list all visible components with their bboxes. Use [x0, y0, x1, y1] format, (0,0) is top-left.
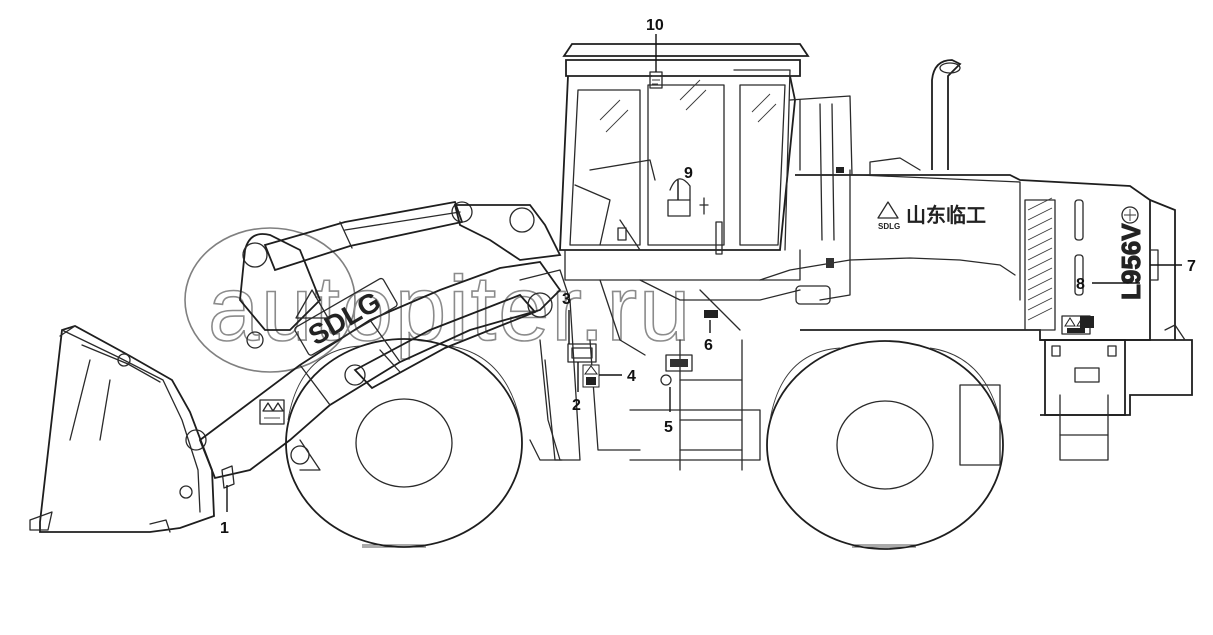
- cab-brand-decal: SDLG 山东临工: [877, 201, 986, 231]
- decal-symbols: [221, 167, 1094, 489]
- operator-cab: [559, 43, 810, 356]
- callout-9: 9: [684, 165, 693, 182]
- watermark-text: autopiter.ru: [208, 258, 692, 360]
- rear-round-logo: [1121, 206, 1139, 224]
- callout-7: 7: [1187, 258, 1196, 275]
- boom-triangle-logo: [295, 289, 329, 319]
- callout-8: 8: [1076, 276, 1085, 293]
- watermark: autopiter.ru: [184, 227, 692, 373]
- callout-2: 2: [572, 397, 581, 414]
- callout-10: 10: [646, 17, 664, 34]
- cab-brand-cn: 山东临工: [906, 203, 986, 227]
- boom-arm: [198, 200, 562, 480]
- rear-body: [539, 59, 1193, 471]
- leader-lines: [226, 34, 1182, 512]
- callout-5: 5: [664, 419, 673, 436]
- callout-1: 1: [220, 520, 229, 537]
- cab-brand-en: SDLG: [878, 222, 900, 231]
- callout-4: 4: [627, 368, 636, 385]
- rear-wheel: [766, 340, 1004, 550]
- model-text: L956V: [1116, 223, 1146, 300]
- model-decal: L956V: [1116, 222, 1147, 300]
- callout-numbers: 1 2 3 4 5 6 7 8 9 10: [220, 17, 1196, 537]
- callout-3: 3: [562, 291, 571, 308]
- bucket: [29, 325, 215, 533]
- ground-hatch: [362, 544, 916, 548]
- callout-6: 6: [704, 337, 713, 354]
